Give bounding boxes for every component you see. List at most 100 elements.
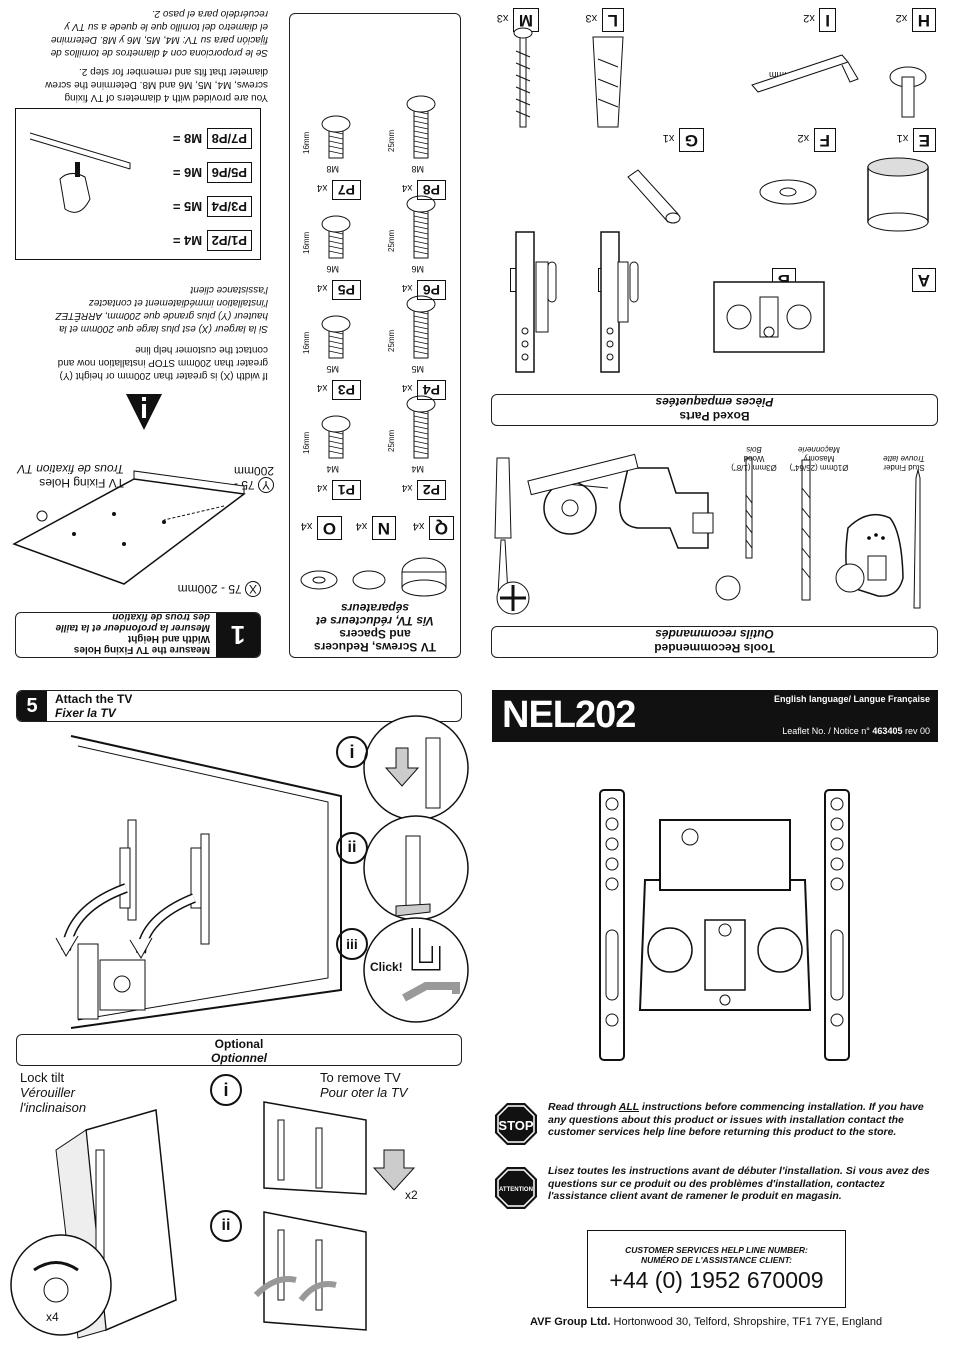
- size-chart-pair: P5/P6: [206, 162, 252, 183]
- optional-title-fr: Optionnel: [211, 1051, 267, 1065]
- screw-icon: [406, 395, 436, 459]
- x-dimension: X 75 - 200mm: [177, 581, 261, 597]
- screw-thread: M5: [411, 364, 424, 374]
- masonry-label-en: Masonry: [803, 454, 835, 463]
- boxed-title-fr: Pièces empaquetées: [655, 395, 774, 409]
- size-chart-size: M4 =: [172, 233, 203, 248]
- model-number: NEL202: [502, 694, 636, 736]
- stop-notice-fr: Lisez toutes les instructions avant de d…: [548, 1165, 930, 1202]
- y-dimension: Y 75 - 200mm: [234, 464, 274, 493]
- wood-label-fr: Bois: [746, 445, 762, 454]
- size-chart-row: P7/P8 M8 =: [142, 128, 252, 149]
- attention-sign-icon: ATTENTION: [495, 1167, 537, 1209]
- x-dim-text: 75 - 200mm: [177, 582, 242, 596]
- step1-title-en-1: Measure the TV Fixing Holes: [73, 644, 210, 655]
- screw-label: P8: [416, 180, 446, 200]
- step5-ii-marker: ii: [336, 832, 368, 864]
- remove-tv-label: To remove TV Pour oter la TV: [320, 1070, 407, 1100]
- helpline-title-en: CUSTOMER SERVICES HELP LINE NUMBER:: [625, 1245, 808, 1255]
- size-chart-pair: P7/P8: [206, 128, 252, 149]
- screw-label-row: P1 x4: [317, 480, 361, 500]
- size-chart-row: P3/P4 M5 =: [142, 196, 252, 217]
- washer-icon: [759, 179, 817, 205]
- warn-fr-4: l'assistance client: [190, 284, 269, 295]
- leaflet-no: 463405: [872, 726, 903, 736]
- screw-diameter-text: You are provided with 4 diameters of TV …: [14, 7, 268, 104]
- screws-title-en-2: and Spacers: [339, 627, 411, 641]
- step5-header: 5 Attach the TV Fixer la TV: [16, 690, 462, 722]
- lock-tilt-en: Lock tilt: [20, 1070, 65, 1085]
- screws-fr-2: fijación para su TV: M4, M5, M6 y M8. De…: [50, 34, 268, 45]
- boxed-title-en: Boxed Parts: [679, 409, 750, 423]
- spacer-label-q: Q: [428, 516, 454, 540]
- step5-title-en: Attach the TV: [55, 692, 133, 706]
- screw-label: P7: [331, 180, 361, 200]
- warning-icon: [126, 394, 162, 430]
- step5-illustration: [55, 715, 469, 1029]
- step5-title-fr: Fixer la TV: [55, 706, 116, 720]
- warn-en-1: If width (X) is greater than 200mm or he…: [59, 370, 268, 381]
- reattach-tv-diagram: [253, 1211, 367, 1331]
- spacer-qty-q: x4: [412, 520, 425, 532]
- spacer-label-n: N: [371, 516, 396, 540]
- screw-label: P6: [416, 280, 446, 300]
- lock-tilt-label: Lock tilt Vérouiller l'inclinaison: [20, 1070, 86, 1115]
- screw-thread: M5: [326, 364, 339, 374]
- warn-fr-1: Si la largeur (X) est plus large que 200…: [59, 323, 268, 334]
- screw-label: P4: [416, 380, 446, 400]
- step1-header: 1 Measure the TV Fixing Holes Width and …: [15, 611, 261, 658]
- spirit-level-icon: [527, 453, 639, 496]
- spacer-qty-o: x4: [300, 520, 313, 532]
- drill-icon: [619, 467, 714, 549]
- wall-plate-icon: [713, 281, 825, 353]
- screw-icon: [321, 315, 351, 359]
- optional-title-en: Optional: [214, 1037, 264, 1051]
- tools-illustration: [494, 453, 921, 615]
- screws-title-fr-2: séparateurs: [340, 601, 410, 615]
- optional-header: Optional Optionnel: [16, 1034, 462, 1066]
- screw-icon: [321, 115, 351, 159]
- leaflet-number: Leaflet No. / Notice n° 463405 rev 00: [782, 726, 930, 736]
- optional-i-marker: i: [210, 1074, 242, 1106]
- wood-size: Ø3mm (1/8"): [731, 463, 777, 472]
- screw-thread: M6: [411, 264, 424, 274]
- helpline-box: CUSTOMER SERVICES HELP LINE NUMBER: NUMÉ…: [587, 1230, 846, 1308]
- attention-sign-text: ATTENTION: [499, 1187, 533, 1193]
- screws-fr-1: Se le proporciona con 4 diametros de tor…: [50, 47, 268, 58]
- step5-i-marker: i: [336, 736, 368, 768]
- screw-qty: x4: [401, 282, 413, 293]
- company-name: AVF Group Ltd.: [530, 1316, 611, 1328]
- size-chart-row: P1/P2 M4 =: [142, 230, 252, 251]
- screw-icon: [406, 195, 436, 259]
- stop-en-rest: If you have any questions about this pro…: [548, 1101, 924, 1138]
- size-chart-size: M8 =: [172, 131, 203, 146]
- screw-icon: [406, 295, 436, 359]
- helpline-phone[interactable]: +44 (0) 1952 670009: [609, 1267, 824, 1293]
- masonry-label-fr: Maçonnerie: [798, 445, 840, 454]
- lock-tilt-fr-1: Vérouiller: [20, 1085, 75, 1100]
- screwdriver-icon: [494, 457, 512, 595]
- screw-label-row: P7 x4: [317, 180, 361, 200]
- screw-label-row: P5 x4: [317, 280, 361, 300]
- screws-fr-3: el diametro del tornillo que le quede a …: [64, 21, 268, 32]
- size-chart-row: P5/P6 M6 =: [142, 162, 252, 183]
- tv-arms: [119, 819, 210, 945]
- parts-h-m-illustration: [513, 27, 927, 128]
- boxed-header: Boxed Parts Pièces empaquetées: [491, 394, 938, 426]
- product-bracket-image: [599, 789, 850, 1061]
- screw-thread: M8: [411, 164, 424, 174]
- screw-label: P1: [331, 480, 361, 500]
- size-chart-size: M5 =: [172, 199, 203, 214]
- screw-thread: M4: [411, 464, 424, 474]
- tv-holes-en: TV Fixing Holes: [39, 476, 124, 490]
- stop-sign-icon: STOP: [495, 1103, 537, 1145]
- tv-holes-label: TV Fixing Holes Trous de fixation TV: [18, 462, 125, 490]
- remove-tv-diagram: [263, 1101, 416, 1195]
- leaflet-prefix: Leaflet No. / Notice n°: [782, 726, 870, 736]
- warn-fr-3: l'installation immédiatement et contacte…: [88, 297, 268, 308]
- screws-title-en-1: TV Screws, Reducers: [313, 640, 437, 654]
- screws-title-fr-1: Vis TV, réducteurs et: [316, 614, 434, 628]
